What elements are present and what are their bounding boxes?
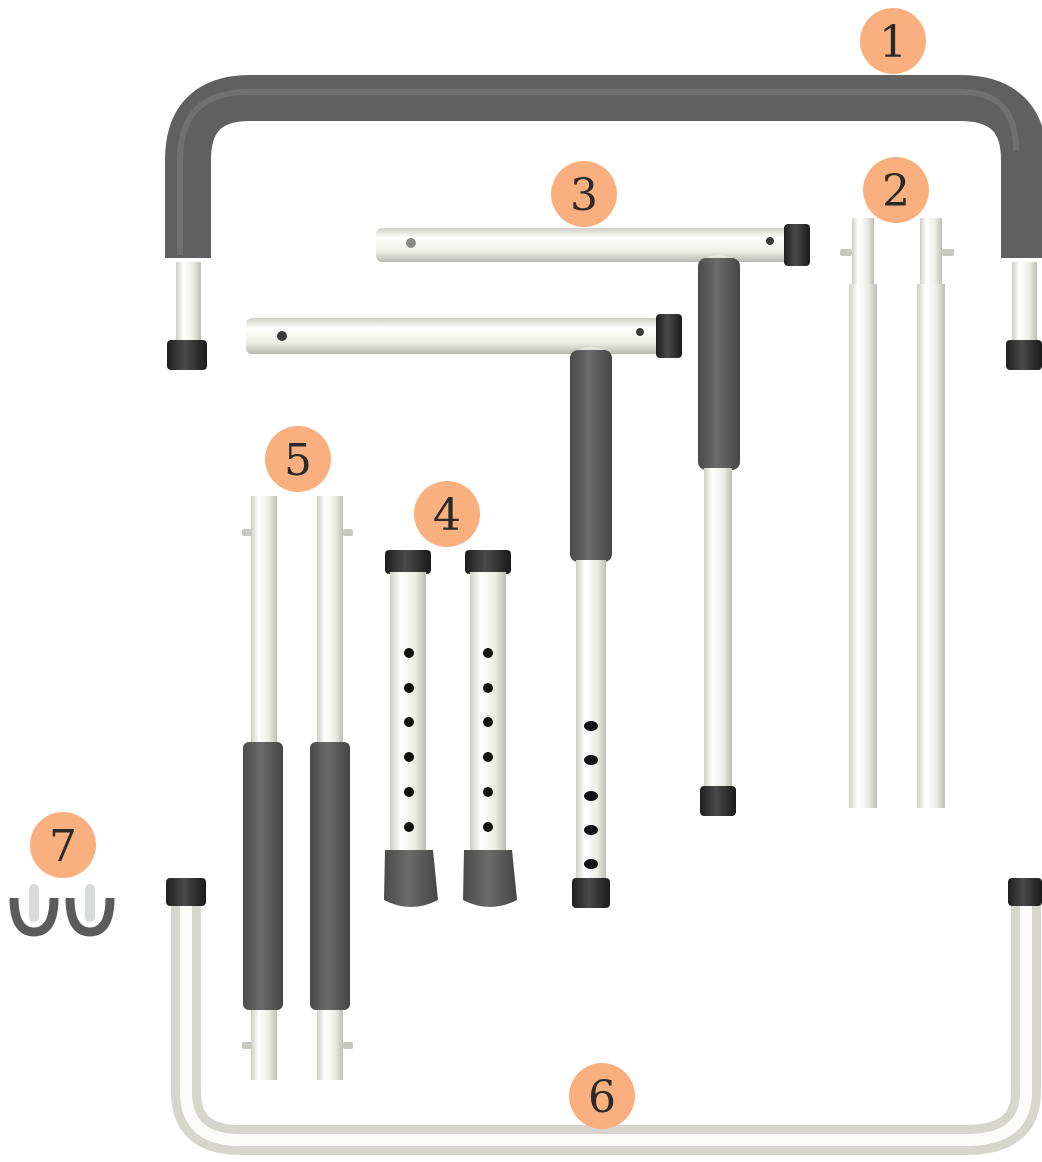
callout-3: 3 (551, 161, 617, 227)
part-6-bottom-frame (166, 878, 1042, 1155)
callout-badge (551, 161, 617, 227)
frame-left-cap (167, 340, 207, 370)
part-3-t-handles (246, 224, 810, 908)
callout-number: 3 (570, 170, 598, 221)
clip-icon (65, 884, 115, 937)
callout-number: 5 (284, 435, 312, 486)
callout-badge (30, 812, 96, 878)
callout-7: 7 (30, 812, 96, 878)
push-pin (840, 249, 852, 256)
callout-badge (860, 8, 926, 74)
part-4-adjustable-legs (384, 550, 517, 907)
callout-badge (863, 157, 929, 223)
part-5-side-tubes (242, 496, 353, 1080)
callout-number: 1 (879, 17, 907, 68)
frame-right-cap (1006, 340, 1042, 370)
frame-right-tube (1012, 262, 1037, 342)
callout-5: 5 (265, 426, 331, 492)
part-7-clips (9, 884, 115, 937)
callout-number: 2 (882, 166, 910, 217)
callout-badge (265, 426, 331, 492)
callout-2: 2 (863, 157, 929, 223)
clip-icon (9, 884, 59, 937)
callout-number: 7 (49, 821, 77, 872)
callout-6: 6 (569, 1063, 635, 1129)
part-1-top-frame (165, 75, 1042, 370)
part-2-inner-tubes (840, 218, 954, 808)
callout-badge (414, 481, 480, 547)
callout-badge (569, 1063, 635, 1129)
callout-number: 4 (433, 490, 461, 541)
push-pin (942, 249, 954, 256)
callout-number: 6 (588, 1072, 616, 1123)
callout-4: 4 (414, 481, 480, 547)
callout-1: 1 (860, 8, 926, 74)
frame-left-tube (176, 262, 201, 342)
